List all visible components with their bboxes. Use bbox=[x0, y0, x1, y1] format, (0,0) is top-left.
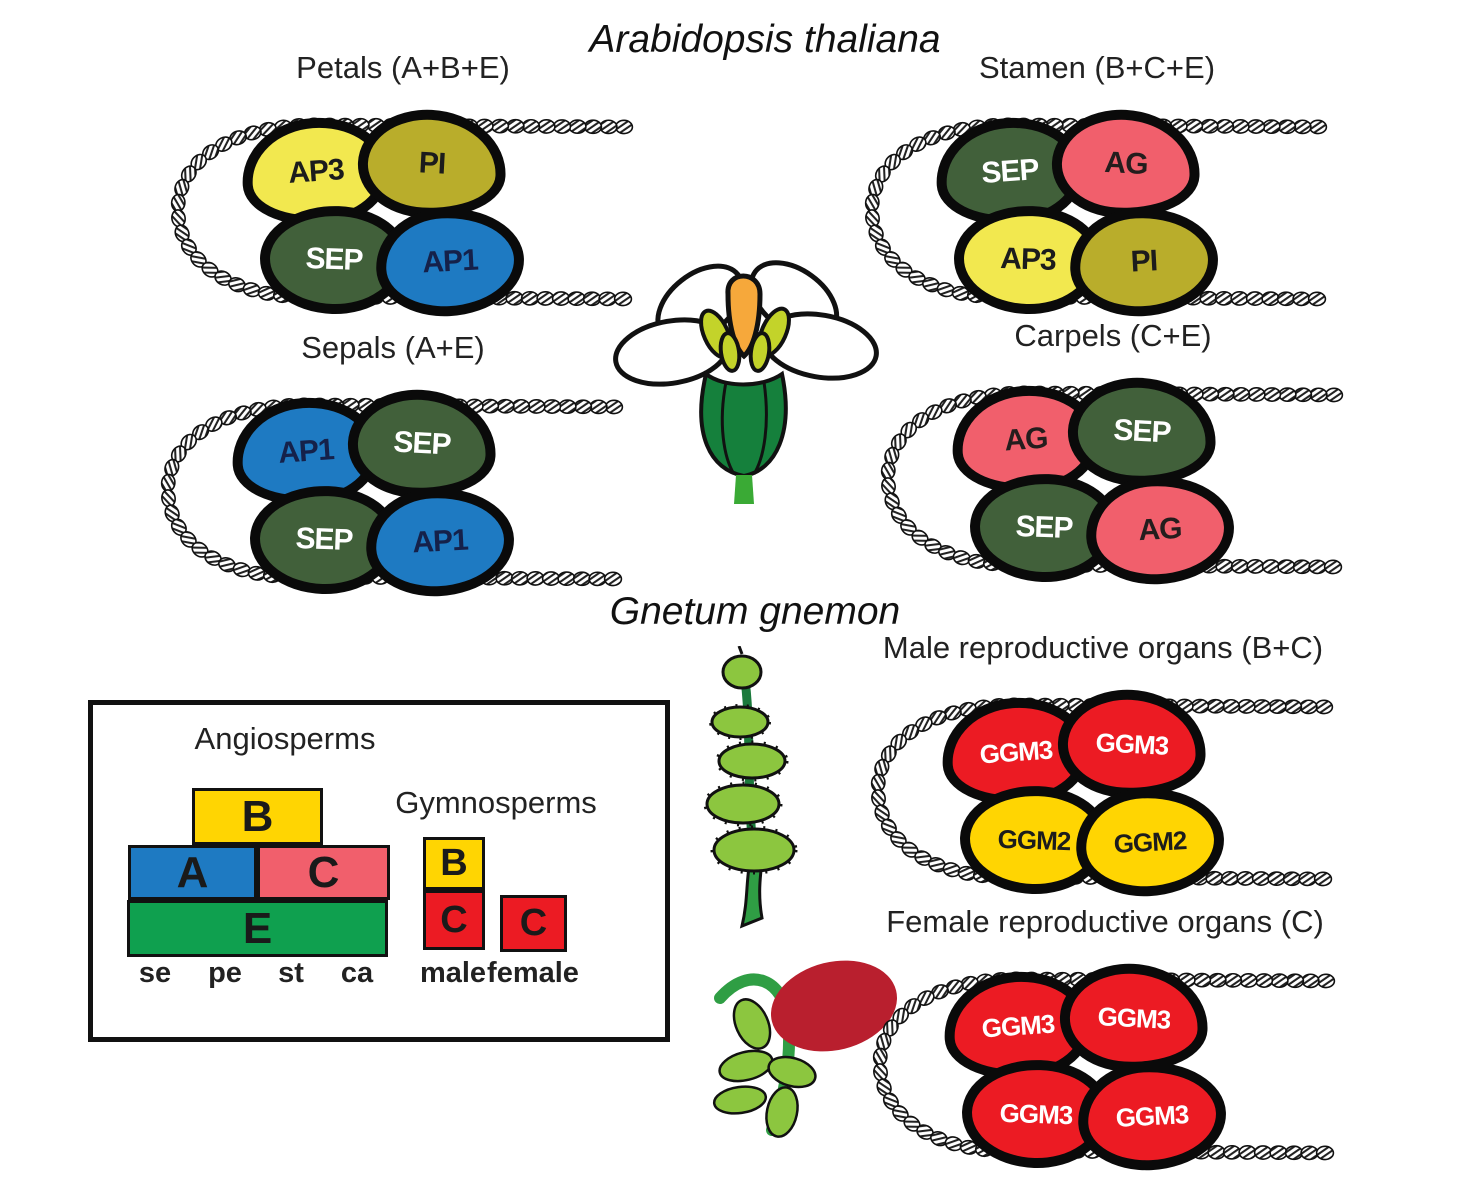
complex-carpels: Carpels (C+E) AG SEP SEP AG bbox=[878, 318, 1348, 602]
section-title-male-organs: Male reproductive organs (B+C) bbox=[882, 630, 1324, 665]
complex-sepals: Sepals (A+E) AP1 SEP SEP AP1 bbox=[158, 330, 628, 614]
angiosperm-block-B: B bbox=[192, 788, 323, 845]
angiosperms-title: Angiosperms bbox=[194, 721, 376, 756]
arabidopsis-flower-illustration bbox=[613, 260, 879, 504]
gymnosperm-female-label: female bbox=[487, 957, 579, 989]
angiosperm-block-C: C bbox=[257, 845, 390, 900]
gymnosperm-male-block-B: B bbox=[423, 837, 485, 890]
angiosperm-block-A: A bbox=[128, 845, 257, 900]
female-plant-illustration bbox=[712, 960, 898, 1138]
species-title-gnetum: Gnetum gnemon bbox=[609, 590, 901, 633]
gymnosperm-male-label: male bbox=[419, 957, 487, 989]
whorl-label-sepal: se bbox=[138, 957, 172, 989]
whorl-label-stamen: st bbox=[278, 957, 304, 989]
section-title-carpels: Carpels (C+E) bbox=[1014, 318, 1212, 353]
angiosperm-block-E: E bbox=[127, 900, 388, 957]
berry-shape bbox=[770, 960, 898, 1052]
gymnosperm-female-block-C: C bbox=[500, 895, 567, 952]
whorl-label-petal: pe bbox=[208, 957, 242, 989]
section-title-petals: Petals (A+B+E) bbox=[296, 50, 510, 85]
whorl-label-carpel: ca bbox=[340, 957, 374, 989]
abc-model-legend: Angiosperms Gymnosperms B A C E se pe st… bbox=[88, 700, 670, 1042]
species-title-arabidopsis: Arabidopsis thaliana bbox=[589, 18, 941, 61]
complex-male-organs: Male reproductive organs (B+C) GGM3 GGM3… bbox=[868, 630, 1338, 914]
complex-female-organs: Female reproductive organs (C) GGM3 GGM3… bbox=[870, 904, 1340, 1188]
complex-stamen: Stamen (B+C+E) SEP AG AP3 PI bbox=[862, 50, 1332, 334]
section-title-stamen: Stamen (B+C+E) bbox=[978, 50, 1216, 85]
male-cone-illustration bbox=[703, 646, 798, 929]
section-title-sepals: Sepals (A+E) bbox=[301, 330, 485, 365]
gymnosperms-title: Gymnosperms bbox=[395, 785, 597, 820]
gymnosperm-male-block-C: C bbox=[423, 890, 485, 950]
ovary-shape bbox=[699, 370, 788, 479]
complex-petals: Petals (A+B+E) AP3 PI SEP AP1 bbox=[168, 50, 638, 334]
stem-shape bbox=[734, 475, 754, 504]
section-title-female-organs: Female reproductive organs (C) bbox=[886, 904, 1324, 939]
